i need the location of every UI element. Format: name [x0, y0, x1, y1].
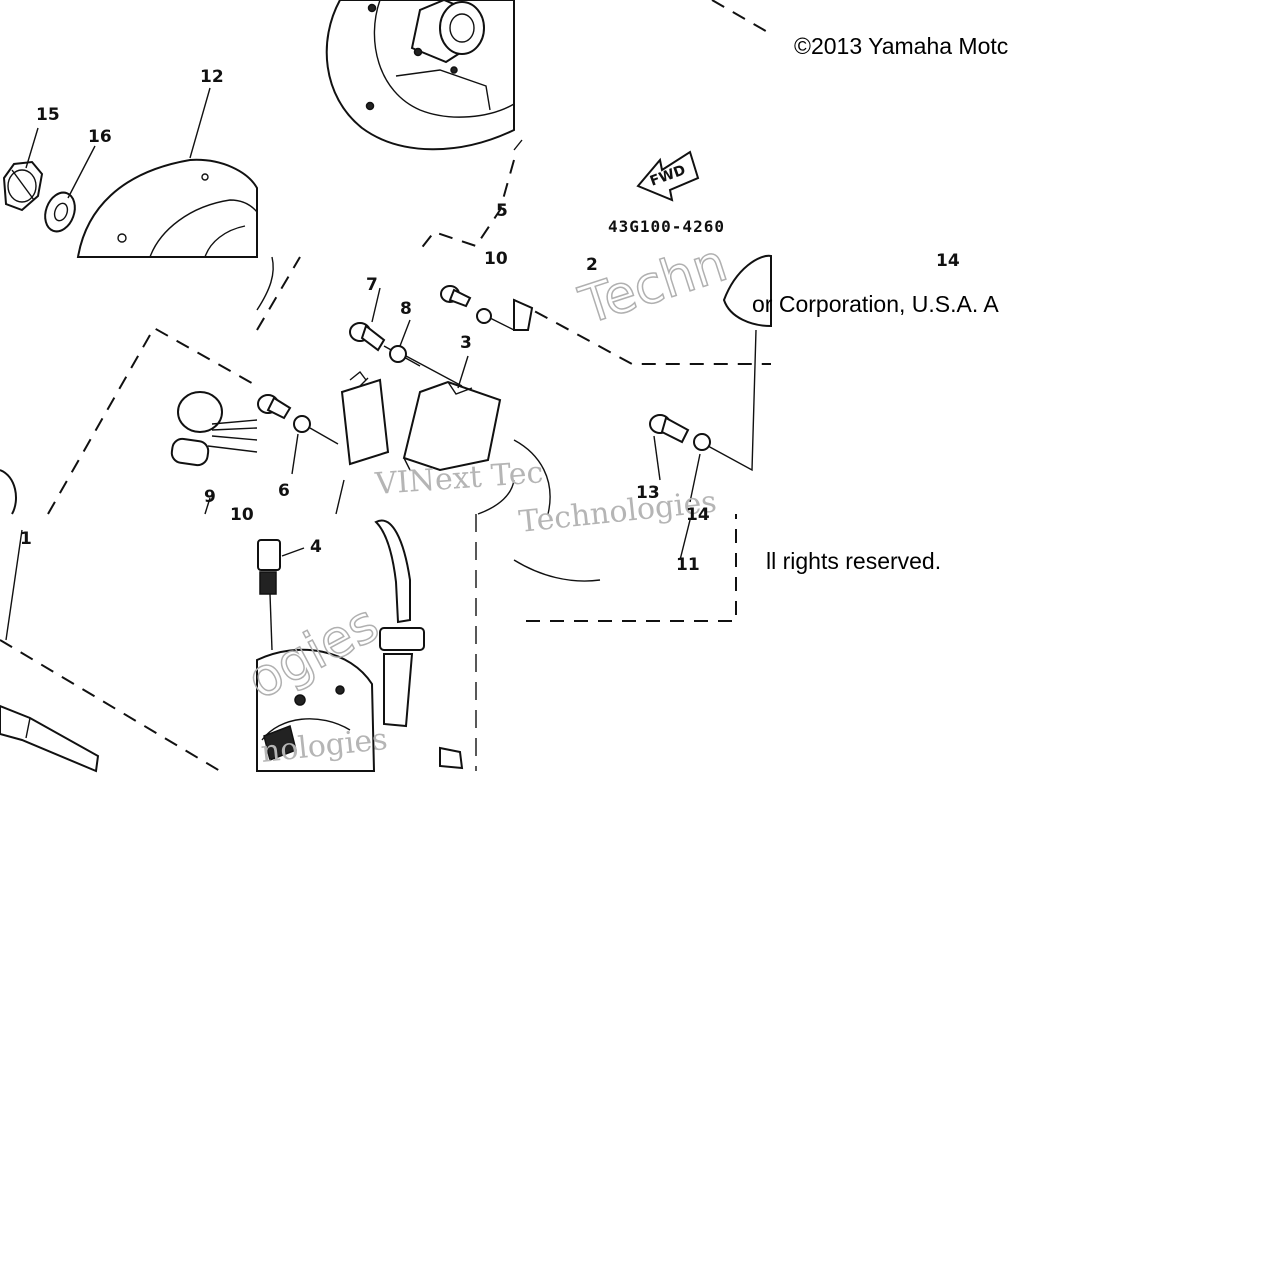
tile-bottom-right — [513, 514, 737, 622]
callout-14-bottom: 14 — [686, 505, 710, 525]
callout-1: 1 — [20, 529, 32, 549]
cdi-unit-part — [340, 371, 390, 466]
tile-mid-right — [513, 254, 772, 515]
bolt-part-10 — [440, 285, 472, 308]
fwd-arrow-icon — [636, 150, 700, 202]
stator-part — [256, 648, 376, 772]
tile-top-right — [513, 0, 772, 202]
callout-14-top: 14 — [936, 251, 960, 271]
tile-top-left — [2, 87, 258, 258]
watermark-vinext: VINext Tec — [373, 455, 544, 502]
callout-layer: 1 2 3 4 5 6 7 8 9 10 10 11 12 13 14 14 1… — [20, 67, 960, 575]
rotor-part — [325, 0, 515, 151]
callout-4: 4 — [310, 537, 322, 557]
bolt-part-7 — [349, 322, 421, 367]
watermark-techn: Techn — [573, 233, 735, 337]
tile-bottom-center — [256, 514, 477, 772]
flywheel-part-12 — [76, 158, 258, 258]
shaft-part — [0, 704, 100, 773]
callout-10-top: 10 — [484, 249, 508, 269]
bolt-part-6 — [257, 394, 292, 420]
connector-part-4 — [257, 539, 305, 651]
callout-5: 5 — [496, 201, 508, 221]
spark-plug-lead-part — [374, 519, 425, 728]
callout-6: 6 — [278, 481, 290, 501]
callout-3: 3 — [460, 333, 472, 353]
callout-12: 12 — [200, 67, 224, 87]
callout-16: 16 — [88, 127, 112, 147]
pickup-coil-part — [170, 391, 258, 467]
copyright-line-3: ll rights reserved. — [766, 548, 941, 574]
part-code: 43G100-4260 — [608, 217, 725, 236]
copyright-line-1: ©2013 Yamaha Motc — [794, 33, 1008, 59]
ignition-coil-part-3 — [402, 380, 502, 472]
bolt-part-13 — [649, 414, 690, 444]
callout-9: 9 — [204, 487, 216, 507]
callout-2: 2 — [586, 255, 598, 275]
copyright-line-2: or Corporation, U.S.A. A — [752, 291, 999, 317]
callout-11: 11 — [676, 555, 700, 575]
nut-part-15 — [2, 160, 44, 212]
tile-mid-left — [0, 326, 258, 515]
callout-13: 13 — [636, 483, 660, 503]
tile-center — [256, 256, 515, 515]
callout-8: 8 — [400, 299, 412, 319]
tile-top-middle — [325, 0, 515, 251]
stator-cover-part — [722, 254, 772, 328]
callout-7: 7 — [366, 275, 378, 295]
tile-bottom-left — [0, 529, 221, 773]
callout-15: 15 — [36, 105, 60, 125]
washer-part-8 — [389, 345, 407, 363]
callout-10-left: 10 — [230, 505, 254, 525]
washer-part-16 — [44, 191, 76, 233]
